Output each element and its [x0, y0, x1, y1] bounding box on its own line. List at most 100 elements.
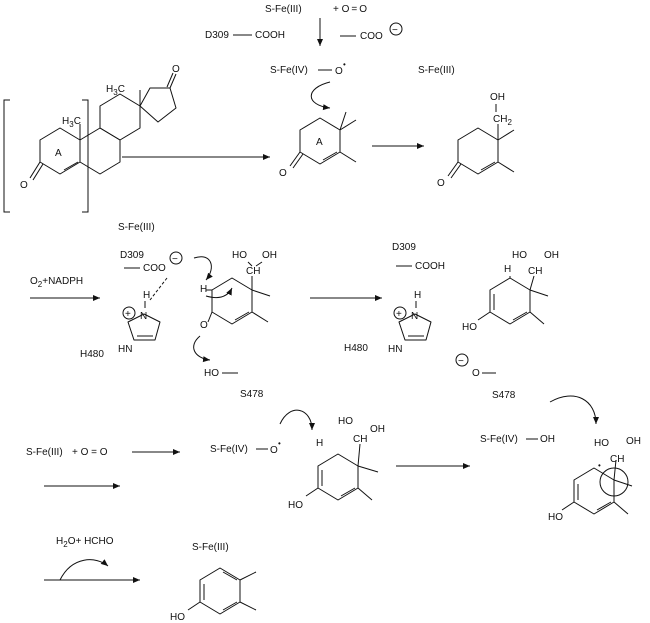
label-h3c-c18: H3C — [106, 84, 125, 97]
label-oxygen-top: + O = O — [333, 4, 367, 15]
ring-row2-b-ho-label: HO — [462, 322, 477, 333]
label-h2o-row4: H2O+ HCHO — [56, 536, 114, 549]
curved-arrow-row3-3 — [599, 467, 629, 497]
bracket-right — [82, 99, 89, 213]
ring-row2-b-methyl2 — [529, 311, 545, 325]
ring-row3-a-ho-label: HO — [288, 500, 303, 511]
label-sfe3-right: S-Fe(III) — [418, 65, 455, 76]
plus-circle-row2b — [393, 306, 407, 320]
ring-row3-a-ch — [357, 443, 361, 467]
label-sfe4-oh-row3: S-Fe(IV) — [480, 434, 518, 445]
ring-a-2-double — [480, 161, 496, 171]
ring-row2-a-o: O — [200, 320, 208, 331]
label-h3c-c19: H3C — [62, 116, 81, 129]
ring-a-1-ketone — [289, 151, 301, 167]
curved-arrow-row2-3 — [193, 335, 211, 363]
estrogen-methyl2 — [239, 601, 257, 611]
ketone-bond-a2 — [32, 163, 44, 181]
ring-a-fragment-2: CH2 OH O — [437, 92, 515, 189]
ring-row3-b-double2 — [596, 501, 612, 511]
ring-row3-b-oh: OH — [626, 436, 641, 447]
ring-a-2-oh: OH — [490, 92, 505, 103]
ring-a-2-o: O — [437, 178, 445, 189]
ring-row3-b-ho: HO — [594, 438, 609, 449]
ring-a-2 — [457, 127, 499, 175]
h3c-c19-c: C — [74, 116, 81, 127]
ring-row2-b-ch — [529, 275, 535, 291]
label-sfe3-row4: S-Fe(III) — [192, 542, 229, 553]
label-o-row3: O — [270, 445, 278, 456]
ring-row3-a — [317, 453, 359, 501]
ring-row2-b-ho: HO — [512, 250, 527, 261]
label-h-his-row2: H — [143, 290, 150, 301]
ring-row3-b-ho-bond — [561, 501, 575, 511]
radical-row3-b: • — [598, 461, 601, 470]
estrogen-ho-label: HO — [170, 612, 185, 623]
ring-a-1-o: O — [279, 168, 287, 179]
label-sfe4-row3: S-Fe(IV) — [210, 444, 248, 455]
o2-sub: 2 — [38, 280, 43, 289]
h2o-sub: 2 — [63, 540, 68, 549]
hbond-row2 — [149, 277, 168, 301]
ring-row3-b-ch — [613, 459, 617, 481]
label-sfe3-row2: S-Fe(III) — [118, 222, 155, 233]
label-coo-row2: COO — [143, 263, 166, 274]
label-d309-row2: D309 — [120, 250, 144, 261]
label-coo-top: COO — [360, 31, 383, 42]
ring-a-2-methyl — [497, 161, 515, 173]
ring-a-1-methyl1 — [339, 119, 357, 131]
ring-row2-a — [211, 277, 253, 325]
label-sfe3-top: S-Fe(III) — [265, 4, 302, 15]
ring-row2-b-oh: OH — [544, 250, 559, 261]
ring-row2-b-h: H — [504, 264, 511, 275]
ring-row3-b — [573, 467, 615, 515]
ring-a-1-double — [322, 151, 338, 161]
label-hn-row2b: HN — [388, 344, 402, 355]
ketone-bond-d2 — [166, 72, 174, 88]
label-sfe3-row3: S-Fe(III) — [26, 447, 63, 458]
ring-row2-b-ho-bond — [477, 311, 491, 321]
label-oxygen-row3: + O = O — [72, 447, 108, 458]
ring-a-2-ketone2 — [450, 163, 462, 179]
steroid-ring-d — [139, 87, 177, 123]
top-oxygen-activation: S-Fe(III) + O = O D309 COOH COO − S-Fe(I… — [205, 4, 455, 111]
minus-sign-row2: − — [172, 254, 178, 265]
radical-row3: • — [278, 439, 281, 448]
label-o-ser-row2b: O — [472, 368, 480, 379]
ring-row2-a-ketone — [207, 311, 213, 323]
ring-row3-a-h: H — [316, 438, 323, 449]
plus-circle-row2 — [122, 306, 136, 320]
label-n-row2: N — [140, 311, 147, 322]
ring-row2-b-double2 — [512, 311, 528, 321]
label-cooh-row2b: COOH — [415, 261, 445, 272]
ring-a-2-ch2-label: CH2 — [493, 114, 512, 127]
ring-row3-b-ch-label: CH — [610, 454, 624, 465]
ring-row3-b-methyl2 — [613, 479, 633, 487]
androstenedione-structure: O O H3C H3C A — [3, 64, 270, 213]
h2o-o: O — [68, 536, 76, 547]
h3c-c19-sub: 3 — [69, 120, 74, 129]
estrogen-ring-double2 — [222, 601, 238, 611]
curved-arrow-row3-2 — [549, 395, 599, 425]
ring-a-fragment-1: O A — [279, 111, 424, 179]
plus-sign-row2b: + — [396, 309, 402, 320]
ring-row3-b-ho-label: HO — [548, 512, 563, 523]
estrogen-ring-a — [199, 567, 241, 615]
radical-top: • — [343, 60, 346, 69]
curved-arrow-row2-1 — [193, 256, 213, 281]
ring-row2-a-methyl1 — [251, 289, 271, 297]
ring-a-2-methyl2 — [497, 129, 515, 141]
label-sfe4-top: S-Fe(IV) — [270, 65, 308, 76]
ketone-bond-a — [29, 161, 41, 179]
imidazole-row2 — [127, 313, 161, 341]
steroid-ring-b — [79, 127, 121, 175]
minus-circle-row2 — [169, 251, 183, 265]
ring-row2-a-oh: OH — [262, 250, 277, 261]
label-n-row2b: N — [411, 311, 418, 322]
estrogen-ho-bond — [187, 601, 201, 611]
o2-nadph: +NADPH — [42, 276, 83, 287]
h2o-h: H — [56, 536, 63, 547]
curved-arrow-top — [310, 81, 331, 111]
plus-sign-row2: + — [125, 309, 131, 320]
